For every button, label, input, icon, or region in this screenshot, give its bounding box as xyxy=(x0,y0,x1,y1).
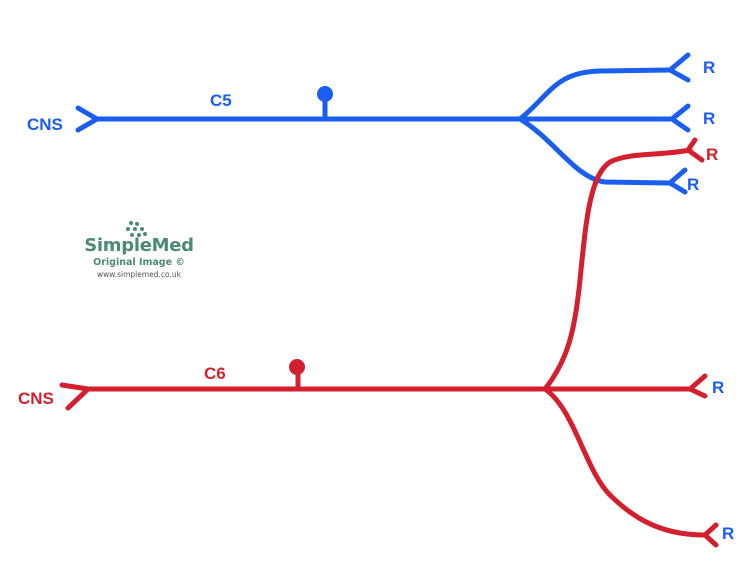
simplemed-watermark: SimpleMed Original Image © www.simplemed… xyxy=(84,218,194,281)
c6-receptor-fork-1 xyxy=(685,137,705,163)
c6-receptor-label-1: R xyxy=(706,145,718,164)
c6-branch-upper xyxy=(542,147,693,392)
c6-cns-fork xyxy=(59,382,91,411)
c6-nerve xyxy=(59,137,719,548)
c5-cns-fork xyxy=(75,105,100,133)
watermark-url: www.simplemed.co.uk xyxy=(97,270,181,279)
c6-receptor-label-3: R xyxy=(722,524,734,543)
watermark-subtitle: Original Image © xyxy=(93,257,185,268)
watermark-name: SimpleMed xyxy=(84,235,194,256)
c5-branch-upper xyxy=(517,67,673,122)
c5-nerve xyxy=(75,52,691,195)
c5-cell-body xyxy=(317,86,333,102)
c5-receptor-label-1: R xyxy=(703,58,715,77)
c6-branch-lower xyxy=(542,386,708,538)
c6-receptor-fork-2 xyxy=(687,373,708,399)
c6-receptor-fork-3 xyxy=(702,522,719,548)
c5-receptor-fork-3 xyxy=(667,167,688,195)
c5-receptor-fork-1 xyxy=(667,52,691,83)
c5-branch-lower xyxy=(517,116,673,186)
c5-cns-label: CNS xyxy=(27,115,63,134)
c5-receptor-label-2: R xyxy=(703,109,715,128)
c5-receptor-fork-2 xyxy=(669,103,691,133)
simplemed-logo-icon xyxy=(126,221,147,237)
c5-nerve-label: C5 xyxy=(210,91,232,110)
c6-cell-body xyxy=(289,359,305,375)
c6-nerve-label: C6 xyxy=(204,364,226,383)
c6-cns-label: CNS xyxy=(18,389,54,408)
c6-receptor-label-2: R xyxy=(712,378,724,397)
c5-receptor-label-3: R xyxy=(687,175,699,194)
